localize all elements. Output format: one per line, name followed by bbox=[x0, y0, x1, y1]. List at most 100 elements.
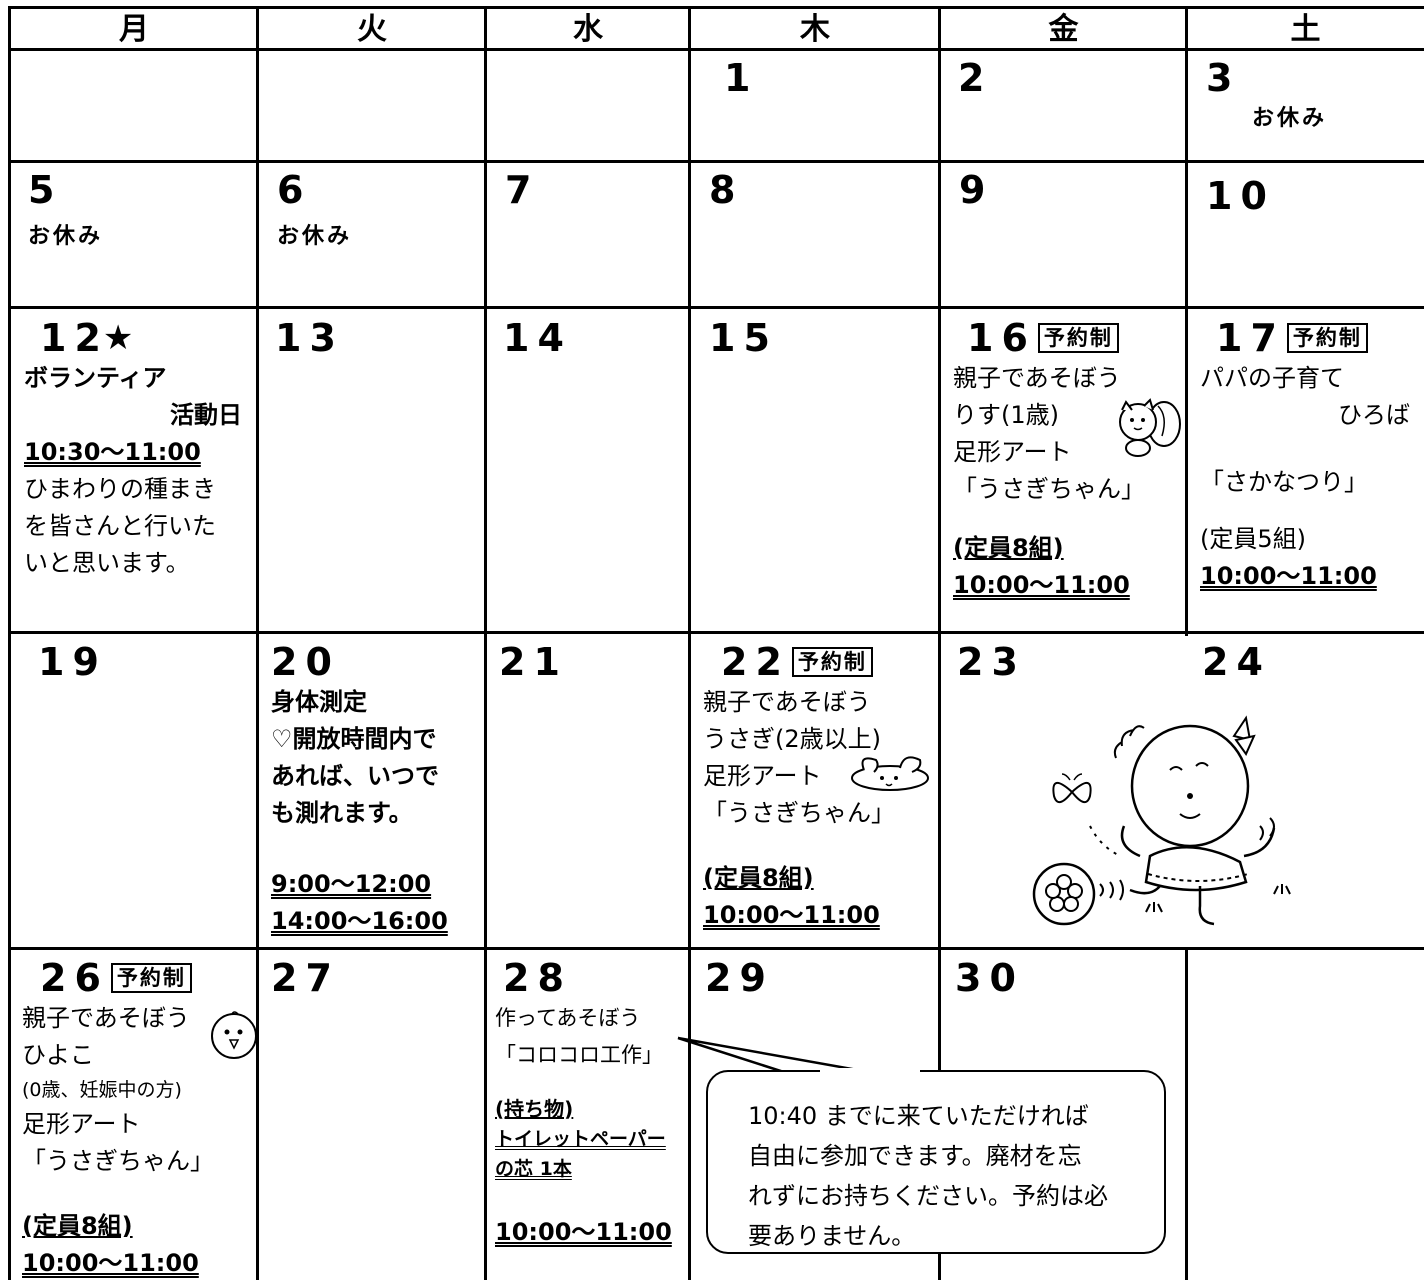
day-cell: 21 bbox=[487, 636, 687, 684]
event-title: 親子であそぼう bbox=[703, 688, 871, 716]
grid-line bbox=[688, 6, 691, 1280]
grid-line bbox=[1185, 950, 1188, 1280]
grid-line bbox=[484, 6, 487, 1280]
note-line: れずにお持ちください。予約は必 bbox=[748, 1182, 1108, 1210]
event-capacity: (定員8組) bbox=[22, 1212, 133, 1240]
day-cell: 14 bbox=[487, 312, 687, 360]
grid-line bbox=[8, 6, 1424, 9]
day-cell: 12★ ボランティア 活動日 10:30〜11:00 ひまわりの種まき を皆さん… bbox=[10, 312, 256, 582]
event-title: パパの子育て bbox=[1200, 364, 1344, 392]
event-target: (0歳、妊娠中の方) bbox=[22, 1079, 182, 1101]
girl-with-ball-illustration bbox=[1089, 715, 1291, 926]
note-line: 自由に参加できます。廃材を忘 bbox=[748, 1142, 1082, 1170]
event-title: ボランティア bbox=[24, 364, 167, 392]
grid-line bbox=[256, 6, 259, 1280]
day-number: 5 bbox=[28, 168, 63, 212]
weekday-tue: 火 bbox=[357, 12, 387, 47]
day-cell: 3 お休み bbox=[1188, 52, 1424, 134]
day-number: 14 bbox=[503, 316, 572, 360]
reservation-badge: 予約制 bbox=[791, 647, 873, 677]
day-cell: 20 身体測定 ♡開放時間内で あれば、いつで も測れます。 9:00〜12:0… bbox=[259, 636, 484, 940]
weekday-wed: 水 bbox=[573, 12, 603, 47]
day-cell: 7 bbox=[487, 164, 687, 212]
weekday-sat: 土 bbox=[1290, 12, 1321, 47]
day-cell: 10 bbox=[1188, 170, 1424, 218]
rabbit-icon bbox=[851, 756, 929, 791]
event-time: 10:00〜11:00 bbox=[1200, 562, 1377, 590]
day-number: 21 bbox=[499, 640, 568, 684]
day-number: 13 bbox=[275, 316, 344, 360]
day-number: 15 bbox=[709, 316, 778, 360]
day-number: 8 bbox=[709, 168, 744, 212]
event-desc: 足形アート bbox=[953, 438, 1072, 466]
event-desc: いと思います。 bbox=[24, 549, 190, 577]
event-target: りす(1歳) bbox=[953, 401, 1059, 429]
day-number: 23 bbox=[957, 640, 1026, 684]
day-cell: 27 bbox=[259, 952, 484, 1000]
day-cell: 13 bbox=[259, 312, 484, 360]
event-desc: 「さかなつり」 bbox=[1200, 468, 1368, 496]
event-desc: ♡開放時間内で bbox=[271, 725, 437, 753]
event-target: ひよこ bbox=[22, 1041, 94, 1069]
event-desc: も測れます。 bbox=[271, 799, 413, 827]
squirrel-icon bbox=[1119, 398, 1181, 457]
reservation-badge: 予約制 bbox=[110, 963, 192, 993]
event-time: 9:00〜12:00 bbox=[271, 870, 432, 898]
day-number: 3 bbox=[1206, 56, 1241, 100]
bubble-seam bbox=[820, 1068, 920, 1074]
day-cell: 2 bbox=[940, 52, 1185, 100]
grid-line bbox=[8, 306, 1424, 309]
event-time: 10:00〜11:00 bbox=[703, 901, 880, 929]
grid-line bbox=[938, 6, 941, 1280]
weekday-fri: 金 bbox=[1048, 12, 1079, 47]
chick-icon bbox=[211, 1011, 257, 1059]
day-number: 10 bbox=[1206, 174, 1275, 218]
day-cell: 15 bbox=[691, 312, 937, 360]
butterfly-icon bbox=[1052, 773, 1092, 803]
day-cell: 5 お休み bbox=[10, 164, 256, 252]
day-cell: 19 bbox=[10, 636, 256, 684]
event-title: 身体測定 bbox=[271, 688, 367, 716]
day-number: 24 bbox=[1202, 640, 1271, 684]
event-desc: 「うさぎちゃん」 bbox=[953, 475, 1145, 503]
weekday-mon: 月 bbox=[119, 12, 149, 47]
day-cell: 28 作ってあそぼう 「コロコロ工作」 (持ち物) トイレットペーパー の芯 1… bbox=[487, 952, 687, 1251]
day-number: 1 bbox=[724, 56, 759, 100]
items-label: (持ち物) bbox=[495, 1097, 574, 1121]
event-time: 10:30〜11:00 bbox=[24, 438, 201, 466]
event-desc: を皆さんと行いた bbox=[24, 512, 216, 540]
event-desc: 足形アート bbox=[703, 762, 822, 790]
day-number: 12★ bbox=[40, 316, 134, 360]
day-number: 27 bbox=[271, 956, 340, 1000]
day-number: 20 bbox=[271, 640, 340, 684]
day-cell: 23 bbox=[941, 636, 1185, 684]
grid-line bbox=[8, 6, 11, 1280]
event-desc: 足形アート bbox=[22, 1110, 141, 1138]
day-number: 2 bbox=[958, 56, 993, 100]
event-target: うさぎ(2歳以上) bbox=[703, 725, 881, 753]
day-number: 28 bbox=[503, 956, 572, 1000]
day-cell: 1 bbox=[706, 52, 936, 100]
flower-ball-icon bbox=[1032, 862, 1124, 926]
grid-line bbox=[8, 631, 1424, 634]
day-number: 6 bbox=[277, 168, 312, 212]
day-cell: 29 bbox=[691, 952, 937, 1000]
speech-bubble-note: 10:40 までに来ていただければ 自由に参加できます。廃材を忘 れずにお持ちく… bbox=[706, 1070, 1166, 1254]
reservation-badge: 予約制 bbox=[1037, 323, 1119, 353]
day-cell: 8 bbox=[691, 164, 937, 212]
event-title: ひろば bbox=[1338, 401, 1410, 429]
closed-label: お休み bbox=[277, 224, 353, 249]
event-time: 10:00〜11:00 bbox=[22, 1249, 199, 1277]
day-cell: 6 お休み bbox=[259, 164, 484, 252]
event-desc: ひまわりの種まき bbox=[24, 475, 216, 503]
day-number: 30 bbox=[955, 956, 1024, 1000]
day-number: 9 bbox=[959, 168, 994, 212]
note-line: 要ありません。 bbox=[748, 1222, 916, 1250]
closed-label: お休み bbox=[28, 224, 104, 249]
